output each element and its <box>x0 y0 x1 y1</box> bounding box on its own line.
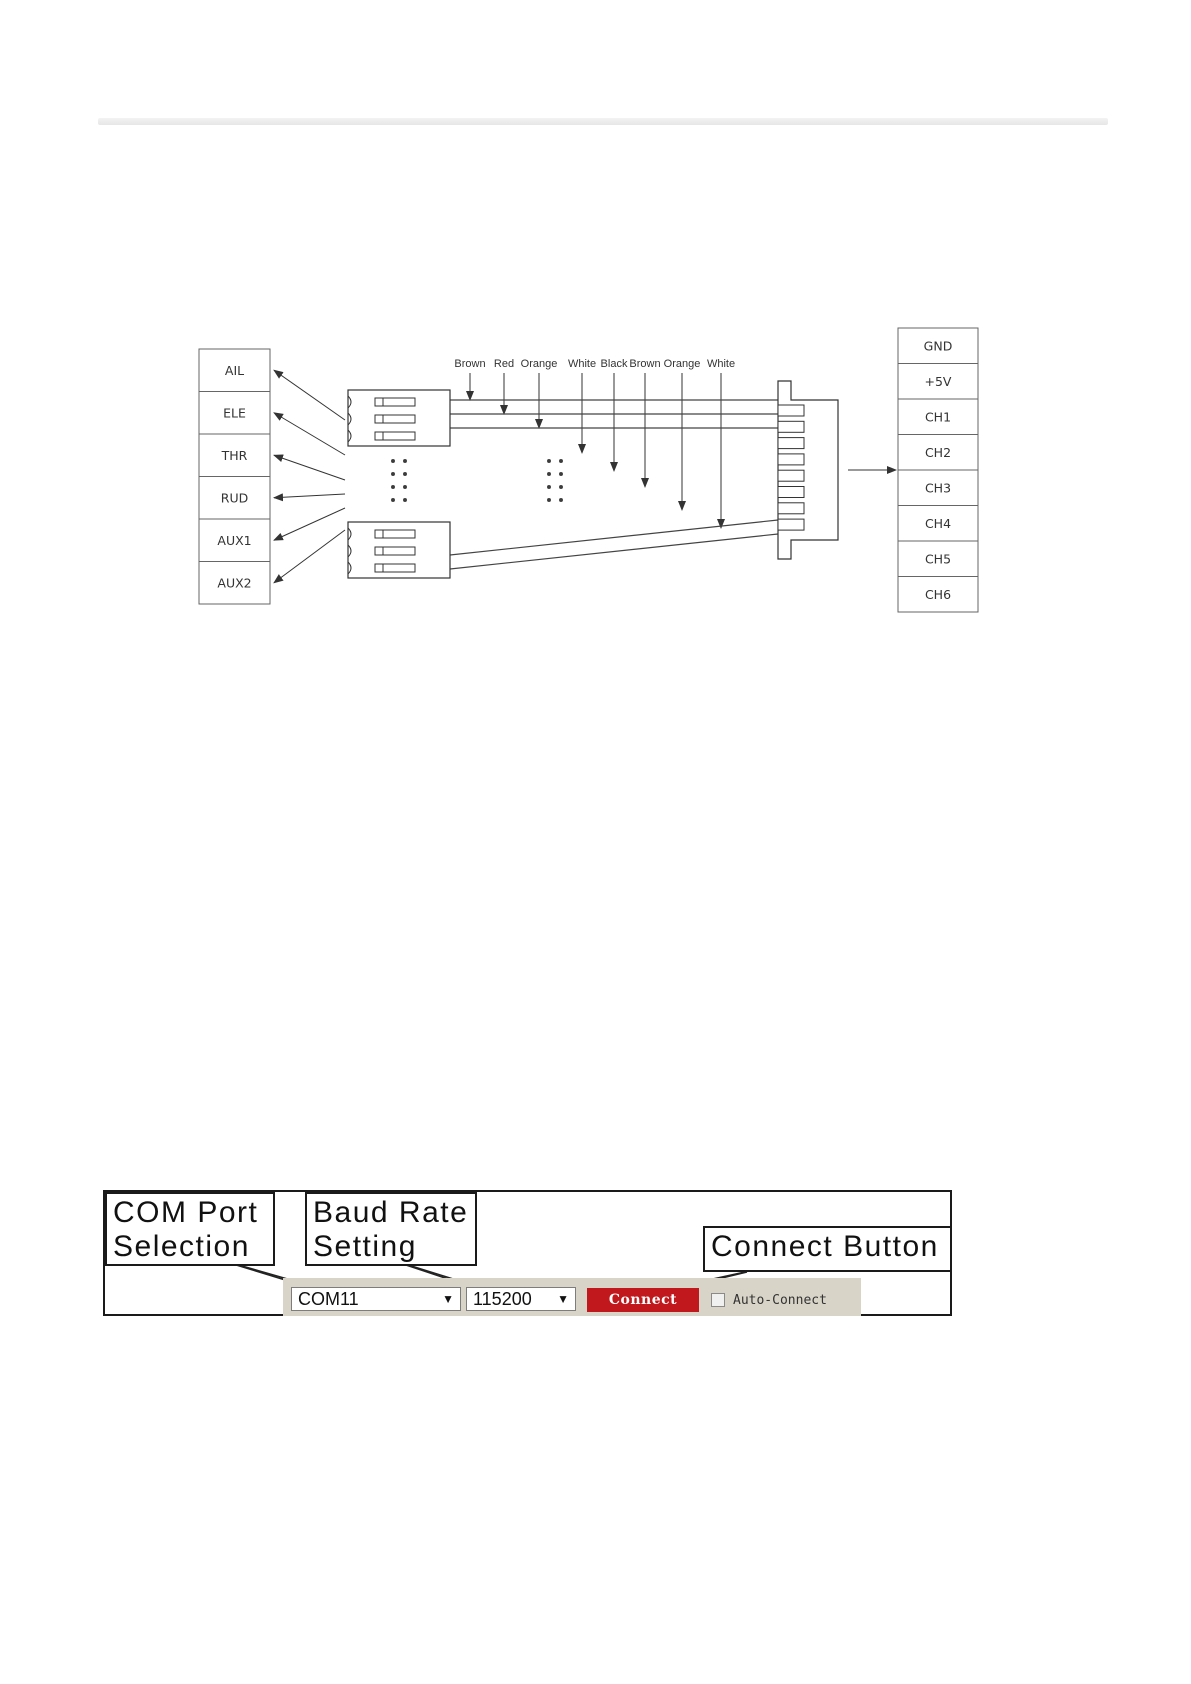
receiver-port-label: RUD <box>221 490 248 505</box>
ellipsis-dot <box>404 499 407 502</box>
servo-plug <box>348 522 450 578</box>
port-mapping-arrow <box>274 494 345 498</box>
connection-toolbar: COM11 ▼ 115200 ▼ Connect Auto-Connect <box>283 1278 861 1316</box>
triangle-down-icon: ▼ <box>557 1288 569 1310</box>
controller-pin-label: +5V <box>925 374 952 389</box>
controller-pin-label: CH5 <box>925 551 951 566</box>
receiver-port-label: AIL <box>225 363 244 378</box>
receiver-port-label: AUX1 <box>217 533 251 548</box>
port-mapping-arrow <box>274 508 345 540</box>
ellipsis-dot <box>404 486 407 489</box>
servo-plug <box>348 390 450 446</box>
wire-color-label: Black <box>601 358 628 370</box>
ellipsis-dot <box>560 460 563 463</box>
checkbox-icon[interactable] <box>711 1293 725 1307</box>
callout-baud-rate: Baud Rate Setting <box>305 1192 477 1266</box>
port-mapping-arrow <box>274 413 345 455</box>
receiver-port-label: ELE <box>223 405 246 420</box>
auto-connect-label: Auto-Connect <box>733 1293 827 1308</box>
receiver-port-label: THR <box>221 448 248 463</box>
ellipsis-dot <box>560 473 563 476</box>
controller-pin-label: CH1 <box>925 409 951 424</box>
ellipsis-dot <box>392 499 395 502</box>
wire-color-label: Red <box>494 358 514 370</box>
com-port-value: COM11 <box>298 1289 359 1309</box>
wire <box>450 520 778 555</box>
ellipsis-dot <box>548 499 551 502</box>
triangle-down-icon: ▼ <box>442 1288 454 1310</box>
controller-pin-label: CH4 <box>925 516 951 531</box>
connect-button[interactable]: Connect <box>587 1288 699 1312</box>
wire <box>450 534 778 569</box>
controller-pin-label: GND <box>924 338 953 353</box>
controller-pin-label: CH6 <box>925 587 951 602</box>
baud-rate-value: 115200 <box>473 1289 532 1309</box>
ellipsis-dot <box>392 460 395 463</box>
ellipsis-dot <box>560 486 563 489</box>
port-mapping-arrow <box>274 530 345 583</box>
controller-pin-label: CH2 <box>925 445 951 460</box>
wire-color-label: White <box>568 358 596 370</box>
ui-toolbar-figure: COM Port Selection Baud Rate Setting Con… <box>103 1190 952 1316</box>
ellipsis-dot <box>548 486 551 489</box>
receiver-port-label: AUX2 <box>217 575 251 590</box>
header-connector <box>778 381 838 559</box>
servo-connectors <box>348 381 838 578</box>
ellipsis-dot <box>548 460 551 463</box>
wire-color-label: Brown <box>454 358 485 370</box>
port-mapping-arrow <box>274 455 345 480</box>
callout-com-port: COM Port Selection <box>105 1192 275 1266</box>
callout-connect-button: Connect Button <box>703 1226 952 1272</box>
wire-color-label: White <box>707 358 735 370</box>
com-port-select[interactable]: COM11 ▼ <box>291 1287 461 1311</box>
wire-color-label: Orange <box>664 358 701 370</box>
ellipsis-dot <box>548 473 551 476</box>
baud-rate-select[interactable]: 115200 ▼ <box>466 1287 576 1311</box>
ellipsis-dot <box>392 486 395 489</box>
ellipsis-dot <box>404 473 407 476</box>
port-mapping-arrow <box>274 370 345 420</box>
auto-connect-checkbox[interactable]: Auto-Connect <box>711 1288 827 1312</box>
ellipsis-dot <box>404 460 407 463</box>
wire-color-label: Brown <box>629 358 660 370</box>
ellipsis-dot <box>560 499 563 502</box>
wire-color-label: Orange <box>521 358 558 370</box>
controller-pin-label: CH3 <box>925 480 951 495</box>
ellipsis-dot <box>392 473 395 476</box>
